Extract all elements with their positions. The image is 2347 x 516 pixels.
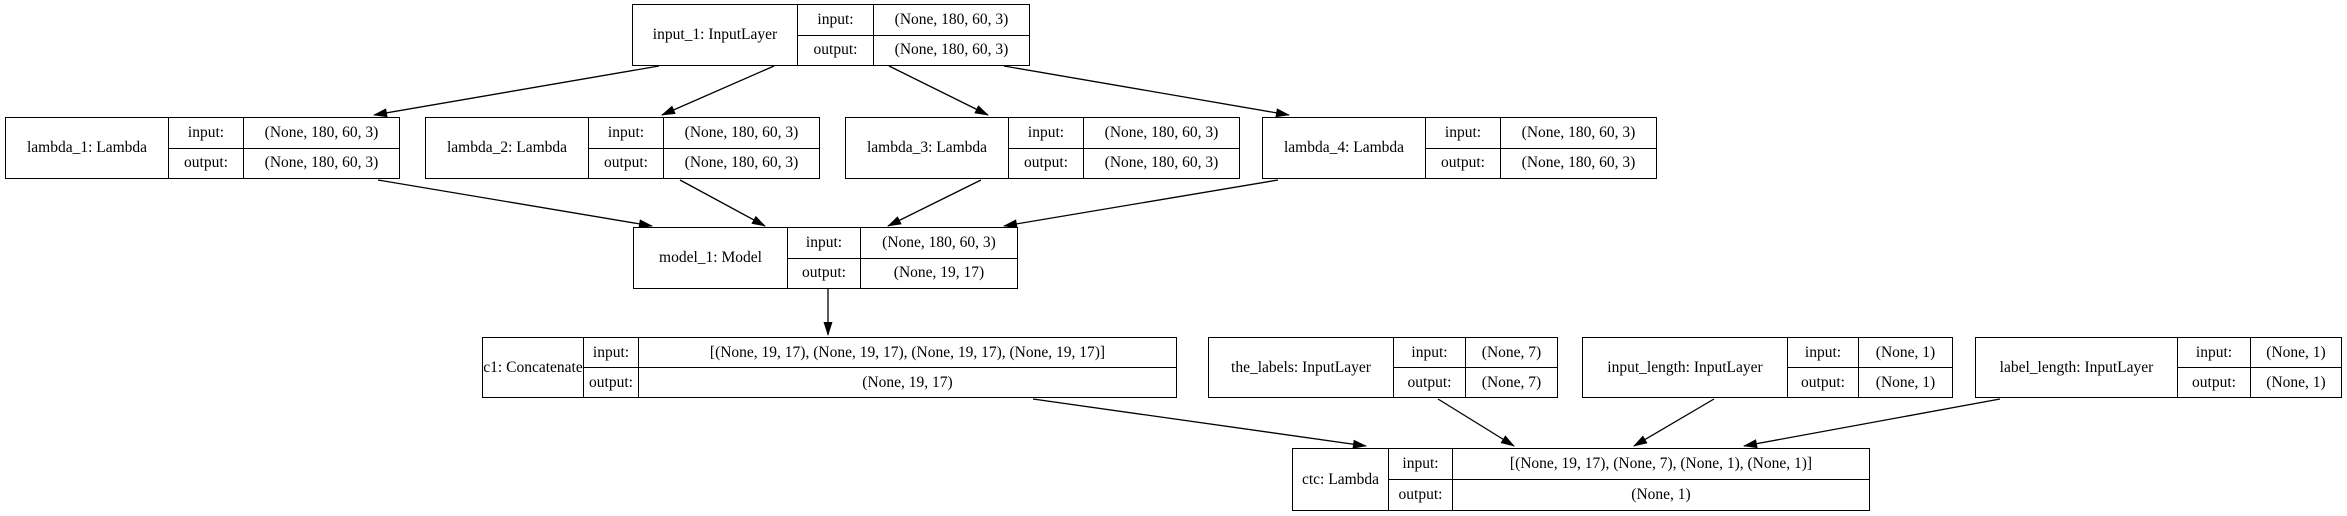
node-title: ctc: Lambda bbox=[1293, 449, 1389, 510]
output-shape: (None, 1) bbox=[2266, 373, 2326, 391]
input-shape: (None, 180, 60, 3) bbox=[1104, 123, 1219, 141]
edge-input_1-lambda_2 bbox=[661, 65, 775, 116]
output-shape: (None, 180, 60, 3) bbox=[1521, 154, 1636, 172]
edge-input_1-lambda_1 bbox=[373, 65, 660, 118]
output-label: output: bbox=[169, 148, 244, 178]
output-shape: (None, 180, 60, 3) bbox=[1104, 154, 1219, 172]
output-label: output: bbox=[1394, 368, 1466, 397]
input-shape: (None, 180, 60, 3) bbox=[882, 233, 996, 251]
node-title: model_1: Model bbox=[634, 228, 788, 288]
node-ctc: ctc: Lambda input: [(None, 19, 17), (Non… bbox=[1292, 448, 1870, 511]
node-title: input_length: InputLayer bbox=[1583, 338, 1788, 397]
output-label: output: bbox=[1788, 368, 1859, 397]
edge-lambda_3-model_1 bbox=[887, 179, 982, 227]
edge-c1-ctc bbox=[1032, 398, 1367, 449]
edge-input_length-ctc bbox=[1633, 398, 1715, 447]
node-title: c1: Concatenate bbox=[483, 338, 584, 397]
input-shape: (None, 180, 60, 3) bbox=[264, 123, 379, 141]
node-title: lambda_2: Lambda bbox=[426, 118, 589, 178]
output-shape: (None, 19, 17) bbox=[893, 264, 985, 282]
input-label: input: bbox=[589, 118, 664, 148]
output-label: output: bbox=[1389, 480, 1453, 510]
node-title: lambda_3: Lambda bbox=[846, 118, 1009, 178]
input-shape: (None, 1) bbox=[1875, 343, 1936, 361]
input-shape: [(None, 19, 17), (None, 7), (None, 1), (… bbox=[1509, 455, 1813, 472]
output-shape: (None, 180, 60, 3) bbox=[894, 41, 1009, 59]
output-label: output: bbox=[589, 148, 664, 178]
input-shape: (None, 180, 60, 3) bbox=[894, 10, 1009, 28]
input-shape: [(None, 19, 17), (None, 19, 17), (None, … bbox=[709, 343, 1106, 361]
output-label: output: bbox=[798, 35, 874, 65]
output-shape: (None, 1) bbox=[1875, 373, 1936, 391]
input-label: input: bbox=[798, 5, 874, 35]
input-label: input: bbox=[584, 338, 639, 367]
output-shape: (None, 7) bbox=[1481, 373, 1542, 391]
node-title: input_1: InputLayer bbox=[633, 5, 798, 65]
node-the-labels: the_labels: InputLayer input: (None, 7) … bbox=[1208, 337, 1558, 398]
node-lambda-4: lambda_4: Lambda input: (None, 180, 60, … bbox=[1262, 117, 1657, 179]
edge-lambda_2-model_1 bbox=[679, 179, 766, 227]
output-label: output: bbox=[1426, 148, 1501, 178]
input-label: input: bbox=[2178, 338, 2251, 367]
edge-the_labels-ctc bbox=[1437, 398, 1515, 447]
input-label: input: bbox=[1394, 338, 1466, 367]
edge-lambda_1-model_1 bbox=[377, 179, 653, 229]
node-title: lambda_1: Lambda bbox=[6, 118, 169, 178]
output-shape: (None, 180, 60, 3) bbox=[264, 154, 379, 172]
node-c1: c1: Concatenate input: [(None, 19, 17), … bbox=[482, 337, 1177, 398]
input-label: input: bbox=[1389, 449, 1453, 479]
input-label: input: bbox=[1009, 118, 1084, 148]
node-lambda-2: lambda_2: Lambda input: (None, 180, 60, … bbox=[425, 117, 820, 179]
output-label: output: bbox=[2178, 368, 2251, 397]
output-label: output: bbox=[584, 368, 639, 397]
output-shape: (None, 180, 60, 3) bbox=[684, 154, 799, 172]
input-label: input: bbox=[1788, 338, 1859, 367]
output-label: output: bbox=[788, 258, 861, 288]
edge-lambda_4-model_1 bbox=[1003, 179, 1279, 229]
output-shape: (None, 1) bbox=[1631, 486, 1691, 503]
input-shape: (None, 180, 60, 3) bbox=[1521, 123, 1636, 141]
node-input-1: input_1: InputLayer input: (None, 180, 6… bbox=[632, 4, 1030, 66]
output-label: output: bbox=[1009, 148, 1084, 178]
node-title: lambda_4: Lambda bbox=[1263, 118, 1426, 178]
edge-input_1-lambda_3 bbox=[888, 65, 989, 116]
edge-input_1-lambda_4 bbox=[1003, 65, 1290, 118]
node-model-1: model_1: Model input: (None, 180, 60, 3)… bbox=[633, 227, 1018, 289]
node-title: the_labels: InputLayer bbox=[1209, 338, 1394, 397]
input-shape: (None, 180, 60, 3) bbox=[684, 123, 799, 141]
input-label: input: bbox=[788, 228, 861, 258]
output-shape: (None, 19, 17) bbox=[862, 373, 953, 391]
node-input-length: input_length: InputLayer input: (None, 1… bbox=[1582, 337, 1953, 398]
node-lambda-1: lambda_1: Lambda input: (None, 180, 60, … bbox=[5, 117, 400, 179]
input-shape: (None, 7) bbox=[1481, 343, 1542, 361]
node-label-length: label_length: InputLayer input: (None, 1… bbox=[1975, 337, 2342, 398]
node-title: label_length: InputLayer bbox=[1976, 338, 2178, 397]
input-label: input: bbox=[1426, 118, 1501, 148]
edge-label_length-ctc bbox=[1743, 398, 2001, 449]
input-label: input: bbox=[169, 118, 244, 148]
input-shape: (None, 1) bbox=[2266, 343, 2326, 361]
node-lambda-3: lambda_3: Lambda input: (None, 180, 60, … bbox=[845, 117, 1240, 179]
